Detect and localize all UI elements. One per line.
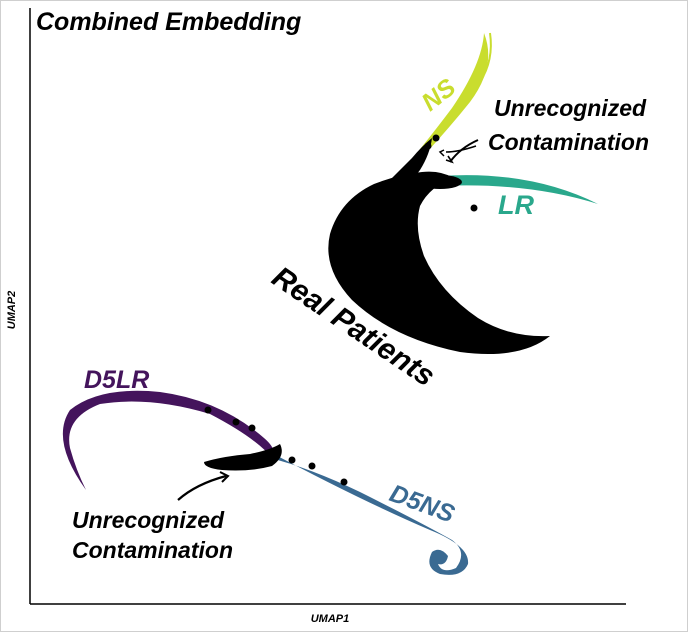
annotation-lower-arrow [177, 474, 227, 501]
point [406, 162, 414, 170]
point [204, 406, 212, 414]
annotation-upper-line-1: Unrecognized [494, 95, 647, 121]
label-d5ns: D5NS [386, 479, 459, 528]
annotation-upper-arrow-2 [445, 145, 477, 153]
y-axis-title: UMAP2 [6, 291, 18, 330]
point [432, 134, 440, 142]
annotation-lower-line-1: Unrecognized [72, 507, 225, 533]
point [424, 142, 432, 150]
label-d5lr: D5LR [84, 366, 149, 394]
point [412, 156, 420, 164]
series-d5lr-trajectory [62, 390, 274, 490]
x-axis-title: UMAP1 [311, 613, 350, 625]
annotation-upper-line-2: Contamination [488, 129, 649, 155]
annotation-upper-arrowhead-1 [445, 155, 454, 164]
annotation-upper-arrowhead-2 [438, 149, 445, 157]
annotation-lower-arrowhead [219, 471, 230, 483]
chart-title: Combined Embedding [36, 8, 301, 36]
point [418, 150, 426, 158]
point [232, 418, 240, 426]
point [340, 478, 348, 486]
label-lr: LR [498, 190, 534, 220]
point [288, 456, 296, 464]
point [308, 462, 316, 470]
series-lr-trajectory [440, 175, 598, 204]
series-d5-contamination-cluster [204, 444, 282, 471]
series-ns-trajectory-tail [479, 32, 492, 83]
point [248, 424, 256, 432]
annotation-lower-line-2: Contamination [72, 537, 233, 563]
point [470, 204, 478, 212]
series-real-patients-cluster [328, 171, 550, 354]
real-patients-lr-overlap [418, 175, 462, 189]
